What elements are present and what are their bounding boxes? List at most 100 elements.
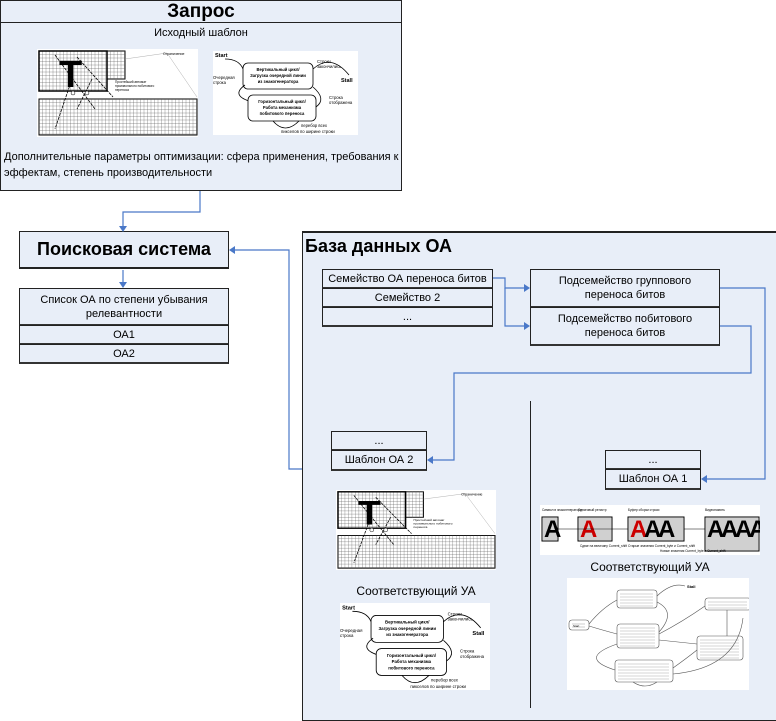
edge-loop-label: пикселов по ширине строки (410, 684, 466, 689)
edge-next (366, 637, 378, 656)
ua-edge (658, 639, 698, 645)
stage-label: Буфер сборки строки (628, 508, 660, 512)
template1-row[interactable]: Шаблон ОА 1 (605, 469, 701, 490)
state-horizontal-label: Работа механизма (392, 659, 432, 664)
ua-edge (656, 601, 668, 633)
edge-start (352, 610, 372, 622)
database-title: База данных ОА (305, 236, 453, 256)
ua-edge (596, 643, 618, 671)
state-horizontal-label: Работа механизма (263, 105, 302, 110)
edge-loop-label: перебор всех (431, 678, 459, 683)
transfer-arrow (54, 78, 73, 130)
glyph-a: A (658, 516, 675, 543)
glyph-a: A (544, 516, 561, 543)
glyph-t: T (59, 54, 82, 96)
label-automaton: переноса (115, 88, 129, 92)
result-item[interactable]: ОА2 (19, 344, 229, 364)
label-automaton: Простейший автомат (414, 518, 446, 522)
edge-loop (272, 120, 300, 129)
start-label: Start (342, 605, 355, 611)
edge-next-label: Очередная (213, 75, 235, 80)
edge-done-label: Строки (448, 611, 463, 616)
ua-state (614, 659, 674, 683)
ua-start-label: Start (573, 624, 580, 628)
state-vertical-label: Вертикальный цикл/ (385, 620, 430, 625)
glyph-a: A (644, 516, 661, 543)
state-horizontal-label: Горизонтальный цикл/ (258, 99, 306, 104)
template2-row[interactable]: ... (331, 431, 427, 451)
start-label: Start (215, 53, 228, 59)
edge-shown (443, 639, 452, 662)
divider (530, 401, 531, 708)
ua-edge (656, 584, 686, 597)
edge-done-label: Строки (317, 59, 331, 64)
stage-label: Сдвиговый регистр (578, 508, 607, 512)
stall-label: Stall (472, 631, 484, 637)
pipeline-stage (704, 516, 760, 552)
edge-done (312, 61, 350, 76)
target-grid (337, 534, 496, 569)
state-vertical (370, 615, 444, 643)
transfer-arrow (76, 78, 93, 110)
query-subtitle: Исходный шаблон (154, 27, 248, 39)
family-item[interactable]: Семейство 2 (322, 288, 493, 308)
node (383, 527, 388, 533)
pipeline-note: Старые значения Current_byte и Current_s… (628, 544, 695, 548)
transfer-arrow (54, 54, 96, 110)
template1-row[interactable]: ... (605, 450, 701, 470)
glyph-a: A (580, 516, 597, 543)
state-horizontal-label: Горизонтальный цикл/ (387, 653, 437, 658)
pipeline-note: Новые значения Current_byte и Current_sh… (660, 549, 726, 553)
edge-shown-label: Строка (329, 95, 344, 100)
ua-stall-label: Stall (687, 584, 695, 589)
label-constraint: Ограничение (163, 52, 184, 56)
glyph-a: A (749, 516, 760, 543)
state-vertical-label: Загрузка очередной линии (378, 626, 436, 631)
ua-state (696, 635, 744, 661)
edge-loop-label: перебор всех (301, 123, 328, 128)
glyph-a: A (707, 516, 724, 543)
edge-next-label: строка (213, 80, 227, 85)
search-system-title: Поисковая система (37, 239, 211, 259)
connector-db-search (232, 249, 302, 470)
template2-row[interactable]: Шаблон ОА 2 (331, 450, 427, 471)
subfamily-bitwise[interactable]: Подсемейство побитового переноса битов (530, 307, 720, 346)
pipeline-note: Сдвиг на величину Current_shift (580, 544, 627, 548)
result-item[interactable]: ОА1 (19, 325, 229, 345)
stage-label: Видеопамять (705, 508, 725, 512)
state-vertical-label: Вертикальный цикл/ (256, 67, 300, 72)
ua-edge (588, 599, 618, 625)
edge-done (443, 614, 482, 629)
optimization-params: Дополнительные параметры оптимизации: сф… (4, 151, 399, 179)
edge-next (238, 84, 250, 102)
ua-edge (658, 605, 706, 635)
edge-shown (312, 86, 322, 108)
edge-loop (401, 675, 430, 684)
glyph-a: A (735, 516, 752, 543)
label-constraint: Ограничение (461, 493, 482, 497)
state-vertical-label: из знакогенератора (386, 632, 429, 637)
transfer-arrow (375, 517, 392, 545)
glyph-a: A (721, 516, 738, 543)
family-item[interactable]: Семейство ОА переноса битов (322, 269, 493, 289)
ua-state (616, 589, 658, 609)
ua-state (704, 597, 749, 611)
label-automaton: переноса (414, 525, 428, 529)
result-list-header: Список ОА по степени убывания релевантно… (19, 288, 229, 326)
ua-label-left: Соответствующий УА (356, 584, 476, 598)
subfamily-group[interactable]: Подсемейство группового переноса битов (530, 269, 720, 308)
family-item[interactable]: ... (322, 307, 493, 327)
transfer-arrow (353, 517, 372, 563)
label-automaton: произвольного побитового (115, 84, 155, 88)
state-horizontal (375, 648, 447, 676)
ua-state (616, 623, 660, 649)
glyph-a: A (630, 516, 647, 543)
edge-next-label: Очередная (340, 628, 363, 633)
ua-edge (632, 681, 658, 687)
